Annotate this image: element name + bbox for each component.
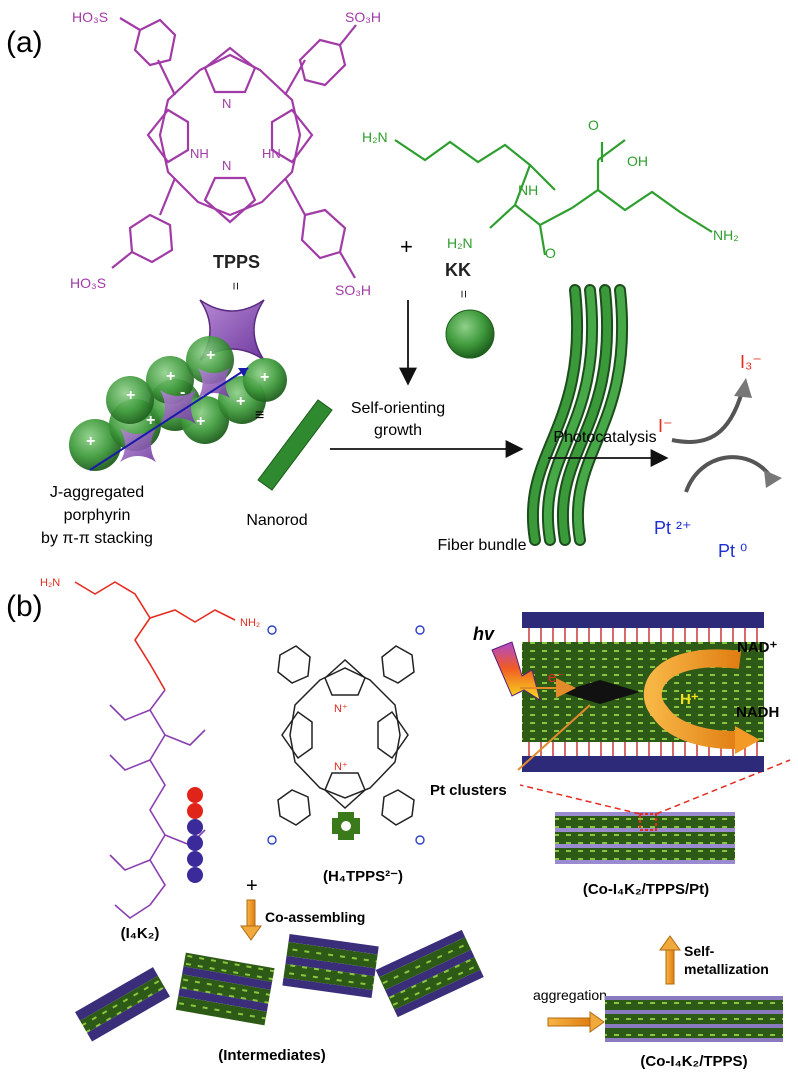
h-plus-label: H⁺ (680, 691, 699, 708)
i4k2-h2n-top: H₂N (40, 577, 60, 589)
iodide-label: I⁻ (658, 416, 673, 436)
svg-text:+: + (260, 369, 269, 386)
equiv-sign: ≡ (255, 407, 264, 424)
tpps-hn: HN (262, 146, 281, 161)
zoom-line-right (655, 759, 791, 815)
nanorod-label: Nanorod (246, 512, 307, 529)
kk-ball (445, 309, 495, 359)
tpps-nh: NH (190, 146, 209, 161)
nad-curve-arrowhead (735, 726, 760, 754)
co-tpps-stack (605, 996, 783, 1042)
i4k2-nh2: NH₂ (240, 617, 260, 629)
nad-plus-label: NAD⁺ (737, 639, 777, 656)
svg-text:-: - (180, 384, 185, 401)
tpps-n-top: N (222, 96, 231, 111)
tpps-n-bottom: N (222, 158, 231, 173)
growth-label-1: Self-orienting (351, 400, 445, 417)
kk-nh2: NH₂ (713, 227, 739, 243)
tpps-name: TPPS (213, 252, 260, 272)
kk-nh: NH (518, 182, 538, 198)
kk-oh: OH (627, 153, 648, 169)
sulfonate-groups (267, 625, 425, 845)
kk-h2n-bottom: H₂N (447, 235, 473, 251)
i4k2-label: (I₄K₂) (121, 925, 160, 942)
tpps-cog-icon (332, 812, 360, 840)
i4k2-structure (74, 581, 236, 919)
pt-clusters-label: Pt clusters (430, 782, 507, 799)
metallization-arrowhead (659, 935, 681, 951)
plus-b: + (246, 875, 258, 897)
svg-text:+: + (196, 413, 205, 430)
electron-label: e⁻ (548, 669, 564, 686)
kk-h2n-top: H₂N (362, 129, 388, 145)
tpps-equals: = (228, 282, 244, 290)
svg-text:+: + (126, 387, 135, 404)
h4tpps-structure (277, 645, 415, 826)
fiber-bundle-label: Fiber bundle (438, 537, 527, 554)
aggregation-arrowhead (589, 1011, 605, 1033)
intermediate-bundle-3 (282, 934, 379, 999)
kk-o-bottom: O (545, 245, 556, 261)
intermediate-bundle-4 (375, 929, 484, 1018)
nad-curve-arrow (643, 649, 742, 749)
photocatalysis-label: Photocatalysis (553, 429, 656, 446)
svg-text:+: + (236, 393, 245, 410)
pt0-label: Pt ⁰ (718, 541, 747, 561)
intermediates-label: (Intermediates) (218, 1047, 326, 1064)
panel-a-label: (a) (6, 26, 43, 59)
co-tpps-label: (Co-I₄K₂/TPPS) (640, 1053, 747, 1070)
h4tpps-nh-top: N⁺ (334, 703, 348, 715)
svg-text:+: + (86, 433, 95, 450)
kk-equals: = (456, 290, 472, 298)
plus-a: + (400, 234, 413, 259)
j-agg-line1: J-aggregated (50, 484, 144, 501)
tpps-so3h-bottom: SO₃H (335, 282, 371, 298)
tpps-so3h-top: SO₃H (345, 9, 381, 25)
co-tpps-pt-stack (555, 812, 735, 864)
kk-structure (394, 139, 713, 256)
co-tpps-pt-label: (Co-I₄K₂/TPPS/Pt) (583, 881, 709, 898)
triiodide-label: I₃⁻ (740, 352, 762, 372)
bead-chain (187, 787, 203, 883)
tpps-ho3s-top: HO₃S (72, 9, 108, 25)
coassembling-label: Co-assembling (265, 909, 365, 925)
redox-arrowhead-down (764, 470, 782, 488)
j-agg-line3: by π-π stacking (41, 530, 153, 547)
coassembling-arrowhead (240, 925, 262, 941)
metallization-arrow-shaft (665, 949, 675, 985)
redox-arrowhead-up (734, 378, 752, 398)
panel-b-label: (b) (6, 590, 43, 623)
h4tpps-label: (H₄TPPS²⁻) (323, 868, 403, 885)
tpps-ho3s-bottom: HO₃S (70, 275, 106, 291)
svg-text:+: + (206, 347, 215, 364)
intermediate-bundle-1 (75, 967, 170, 1042)
nadh-label: NADH (736, 704, 779, 721)
kk-name: KK (445, 260, 471, 280)
svg-text:+: + (166, 368, 175, 385)
zoomed-membrane (522, 612, 764, 772)
j-aggregate: +++ +++ ++- (69, 336, 287, 471)
tpps-structure (111, 17, 357, 279)
coassembling-arrow-shaft (246, 899, 256, 927)
aggregation-arrow-shaft (547, 1017, 591, 1027)
svg-text:+: + (146, 412, 155, 429)
pt2-label: Pt ²⁺ (654, 518, 692, 538)
pt-clusters-pointer (517, 704, 591, 771)
kk-o-top: O (588, 117, 599, 133)
redox-cycle (671, 391, 772, 493)
zoom-line-left (519, 784, 641, 815)
growth-label-2: growth (374, 422, 422, 439)
hv-label: hv (473, 624, 495, 644)
metallization-label-2: metallization (684, 961, 769, 977)
aggregation-label: aggregation (533, 987, 607, 1003)
intermediate-bundle-2 (175, 952, 275, 1026)
h4tpps-nh-bottom: N⁺ (334, 761, 348, 773)
lightning-bolt-icon (491, 641, 541, 702)
metallization-label-1: Self- (684, 943, 715, 959)
j-agg-line2: porphyrin (64, 507, 131, 524)
fiber-bundle (526, 284, 629, 546)
nanorod-shape (257, 399, 333, 491)
